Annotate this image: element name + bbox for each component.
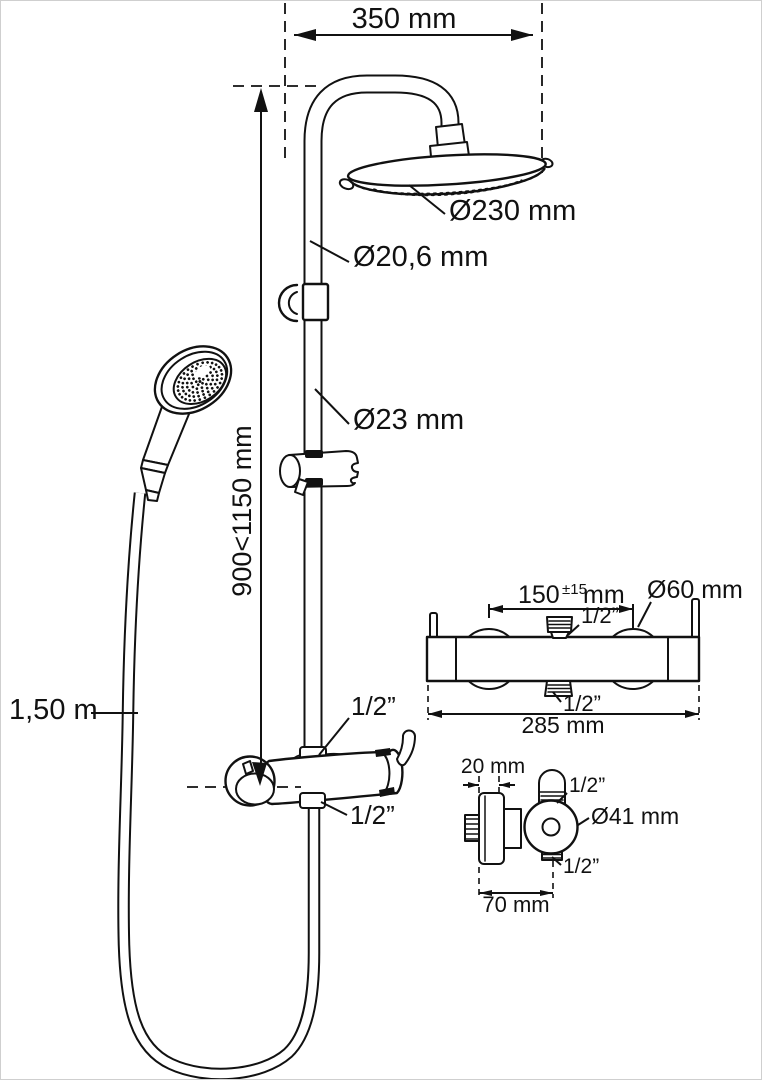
leader-topview-bottom-connection (552, 691, 562, 703)
mixer-valve-side-view (463, 769, 579, 898)
label-top-width: 350 mm (352, 3, 457, 35)
label-sideview-bottom-connection: 1/2” (563, 855, 599, 878)
holder-rail-shadow-bottom (305, 478, 323, 486)
dimension-height (252, 88, 268, 786)
holder-body (288, 450, 359, 488)
leader-head-diameter (408, 184, 446, 215)
label-overall-depth: 70 mm (482, 892, 549, 917)
shower-hose (117, 492, 321, 1079)
label-valve-bottom-connection: 1/2” (350, 800, 395, 830)
label-topview-bottom-connection: 1/2” (563, 691, 601, 716)
label-inlet-distance-unit: mm (583, 581, 625, 609)
top-view-left-tab (429, 612, 438, 640)
label-adjustable-height: 900<1150 mm (227, 425, 257, 596)
leader-knob-diameter (637, 601, 652, 628)
hand-shower-head (153, 345, 233, 415)
head-plate (346, 153, 547, 187)
hand-shower-nut (145, 489, 160, 502)
label-inlet-distance-tolerance: ±15 (562, 581, 587, 598)
dimension-350 (294, 29, 533, 41)
leader-lines (91, 184, 652, 866)
label-topview-top-connection: 1/2” (581, 603, 619, 628)
valve-bottom-nut (299, 792, 326, 809)
label-upper-pipe-diameter: Ø20,6 mm (353, 241, 488, 273)
label-knob-depth: 20 mm (461, 755, 525, 778)
label-sideview-top-connection: 1/2” (569, 774, 605, 797)
overhead-shower-head (338, 153, 554, 197)
leader-valve-top-connection (318, 717, 350, 756)
leader-upper-pipe (309, 240, 350, 263)
slide-rail-holder (279, 450, 359, 496)
leader-body-diameter (577, 817, 590, 826)
valve-knob-pin (242, 760, 254, 775)
leader-sideview-top-connection (556, 792, 568, 804)
label-overall-width: 285 mm (521, 712, 604, 738)
leader-rail (314, 388, 350, 425)
wall-bracket (277, 282, 330, 323)
mixer-valve-front (187, 729, 416, 809)
labels: 350 mm Ø230 mm Ø20,6 mm Ø23 mm 900<1150 … (9, 3, 743, 917)
holder-release-tab (294, 478, 309, 496)
mixer-valve-top-view (425, 598, 701, 720)
top-view-right-tab (691, 598, 700, 640)
side-view-knob (478, 792, 505, 865)
head-spray-dots-1 (355, 173, 540, 195)
top-view-body (425, 635, 701, 683)
riser-pipe-and-arm (303, 74, 460, 763)
label-valve-top-connection: 1/2” (351, 691, 396, 721)
valve-knob-face (235, 772, 275, 806)
dimension-70 (479, 890, 553, 896)
label-head-diameter: Ø230 mm (449, 195, 576, 227)
holder-end-cap (279, 454, 301, 488)
construction-lines (233, 3, 543, 173)
side-view-knob-flange (503, 808, 522, 849)
label-hose-length: 1,50 m (9, 694, 98, 726)
leader-topview-top-connection (567, 624, 580, 636)
side-view-center-hole (541, 817, 561, 837)
leader-valve-bottom-connection (320, 801, 348, 816)
label-knob-diameter: Ø60 mm (647, 576, 743, 604)
hand-shower (140, 345, 233, 502)
overhead-shower (338, 123, 554, 197)
hand-shower-face-highlight (195, 365, 211, 378)
leader-sideview-bottom-connection (551, 856, 562, 866)
dimension-285 (427, 685, 700, 720)
holder-rail-shadow-top (305, 450, 323, 458)
dimension-150 (488, 604, 634, 628)
hand-shower-cone (140, 467, 166, 494)
dimension-20 (463, 782, 515, 788)
label-rail-diameter: Ø23 mm (353, 404, 464, 436)
label-body-diameter: Ø41 mm (591, 803, 679, 829)
label-inlet-distance: 150 (518, 581, 560, 609)
valve-lever (396, 729, 416, 767)
